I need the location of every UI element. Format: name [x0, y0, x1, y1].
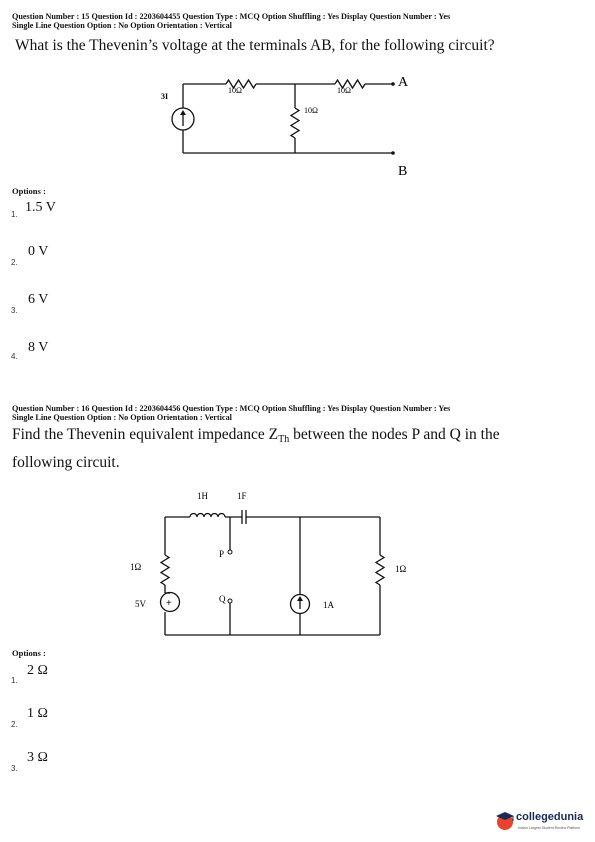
q16-meta-line2: Single Line Question Option : No Option … — [12, 413, 232, 422]
q15-option-2-number: 2. — [11, 258, 18, 267]
q16-inductor-label: 1H — [197, 491, 209, 501]
q16-options-heading: Options : — [12, 648, 46, 658]
q16-question-line2: following circuit. — [12, 454, 120, 471]
q15-options-heading: Options : — [12, 186, 46, 196]
logo-name: collegedunia — [516, 811, 584, 823]
svg-text:+: + — [166, 598, 172, 609]
q15-question-text: What is the Thevenin’s voltage at the te… — [15, 37, 495, 54]
graduate-cap-icon — [496, 812, 514, 830]
q15-option-4-number: 4. — [11, 352, 18, 361]
q15-option-1-text[interactable]: 1.5 V — [25, 200, 56, 215]
q15-node-a-label: A — [398, 75, 409, 90]
q16-meta-line1: Question Number : 16 Question Id : 22036… — [12, 404, 451, 413]
q16-capacitor-label: 1F — [237, 491, 247, 501]
q16-option-3-number: 3. — [11, 764, 18, 773]
q15-option-3-number: 3. — [11, 306, 18, 315]
q15-resistor-3-label: 10Ω — [304, 106, 318, 115]
q16-question-line1: Find the Thevenin equivalent impedance Z… — [12, 426, 500, 445]
q16-node-q-label: Q — [219, 594, 226, 604]
q16-circuit-diagram: + 1H 1F P Q 1Ω 1Ω 5V 1A — [130, 491, 407, 636]
q16-voltage-source-label: 5V — [135, 599, 147, 609]
q15-option-3-text[interactable]: 6 V — [28, 292, 49, 307]
q15-option-1-number: 1. — [11, 210, 18, 219]
q15-meta-line2: Single Line Question Option : No Option … — [12, 21, 232, 30]
q16-left-resistor-label: 1Ω — [130, 562, 142, 572]
q15-meta-line1: Question Number : 15 Question Id : 22036… — [12, 12, 451, 21]
q16-option-1-text[interactable]: 2 Ω — [27, 663, 48, 678]
q15-circuit-diagram: 3I 10Ω 10Ω 10Ω A B — [161, 75, 409, 179]
q15-option-4-text[interactable]: 8 V — [28, 340, 49, 355]
q16-current-source-label: 1A — [323, 600, 335, 610]
q15-resistor-2-label: 10Ω — [337, 86, 351, 95]
q15-option-2-text[interactable]: 0 V — [28, 244, 49, 259]
logo-tagline: India's Largest Student Review Platform — [518, 826, 581, 830]
q16-option-1-number: 1. — [11, 676, 18, 685]
collegedunia-logo: collegedunia India's Largest Student Rev… — [494, 806, 590, 836]
q16-node-p-label: P — [219, 549, 224, 559]
q16-right-resistor-label: 1Ω — [395, 564, 407, 574]
q16-option-2-number: 2. — [11, 720, 18, 729]
q15-node-b-label: B — [398, 164, 407, 179]
q16-option-3-text[interactable]: 3 Ω — [27, 750, 48, 765]
q15-resistor-1-label: 10Ω — [228, 86, 242, 95]
q15-source-label: 3I — [161, 92, 168, 101]
q16-option-2-text[interactable]: 1 Ω — [27, 706, 48, 721]
